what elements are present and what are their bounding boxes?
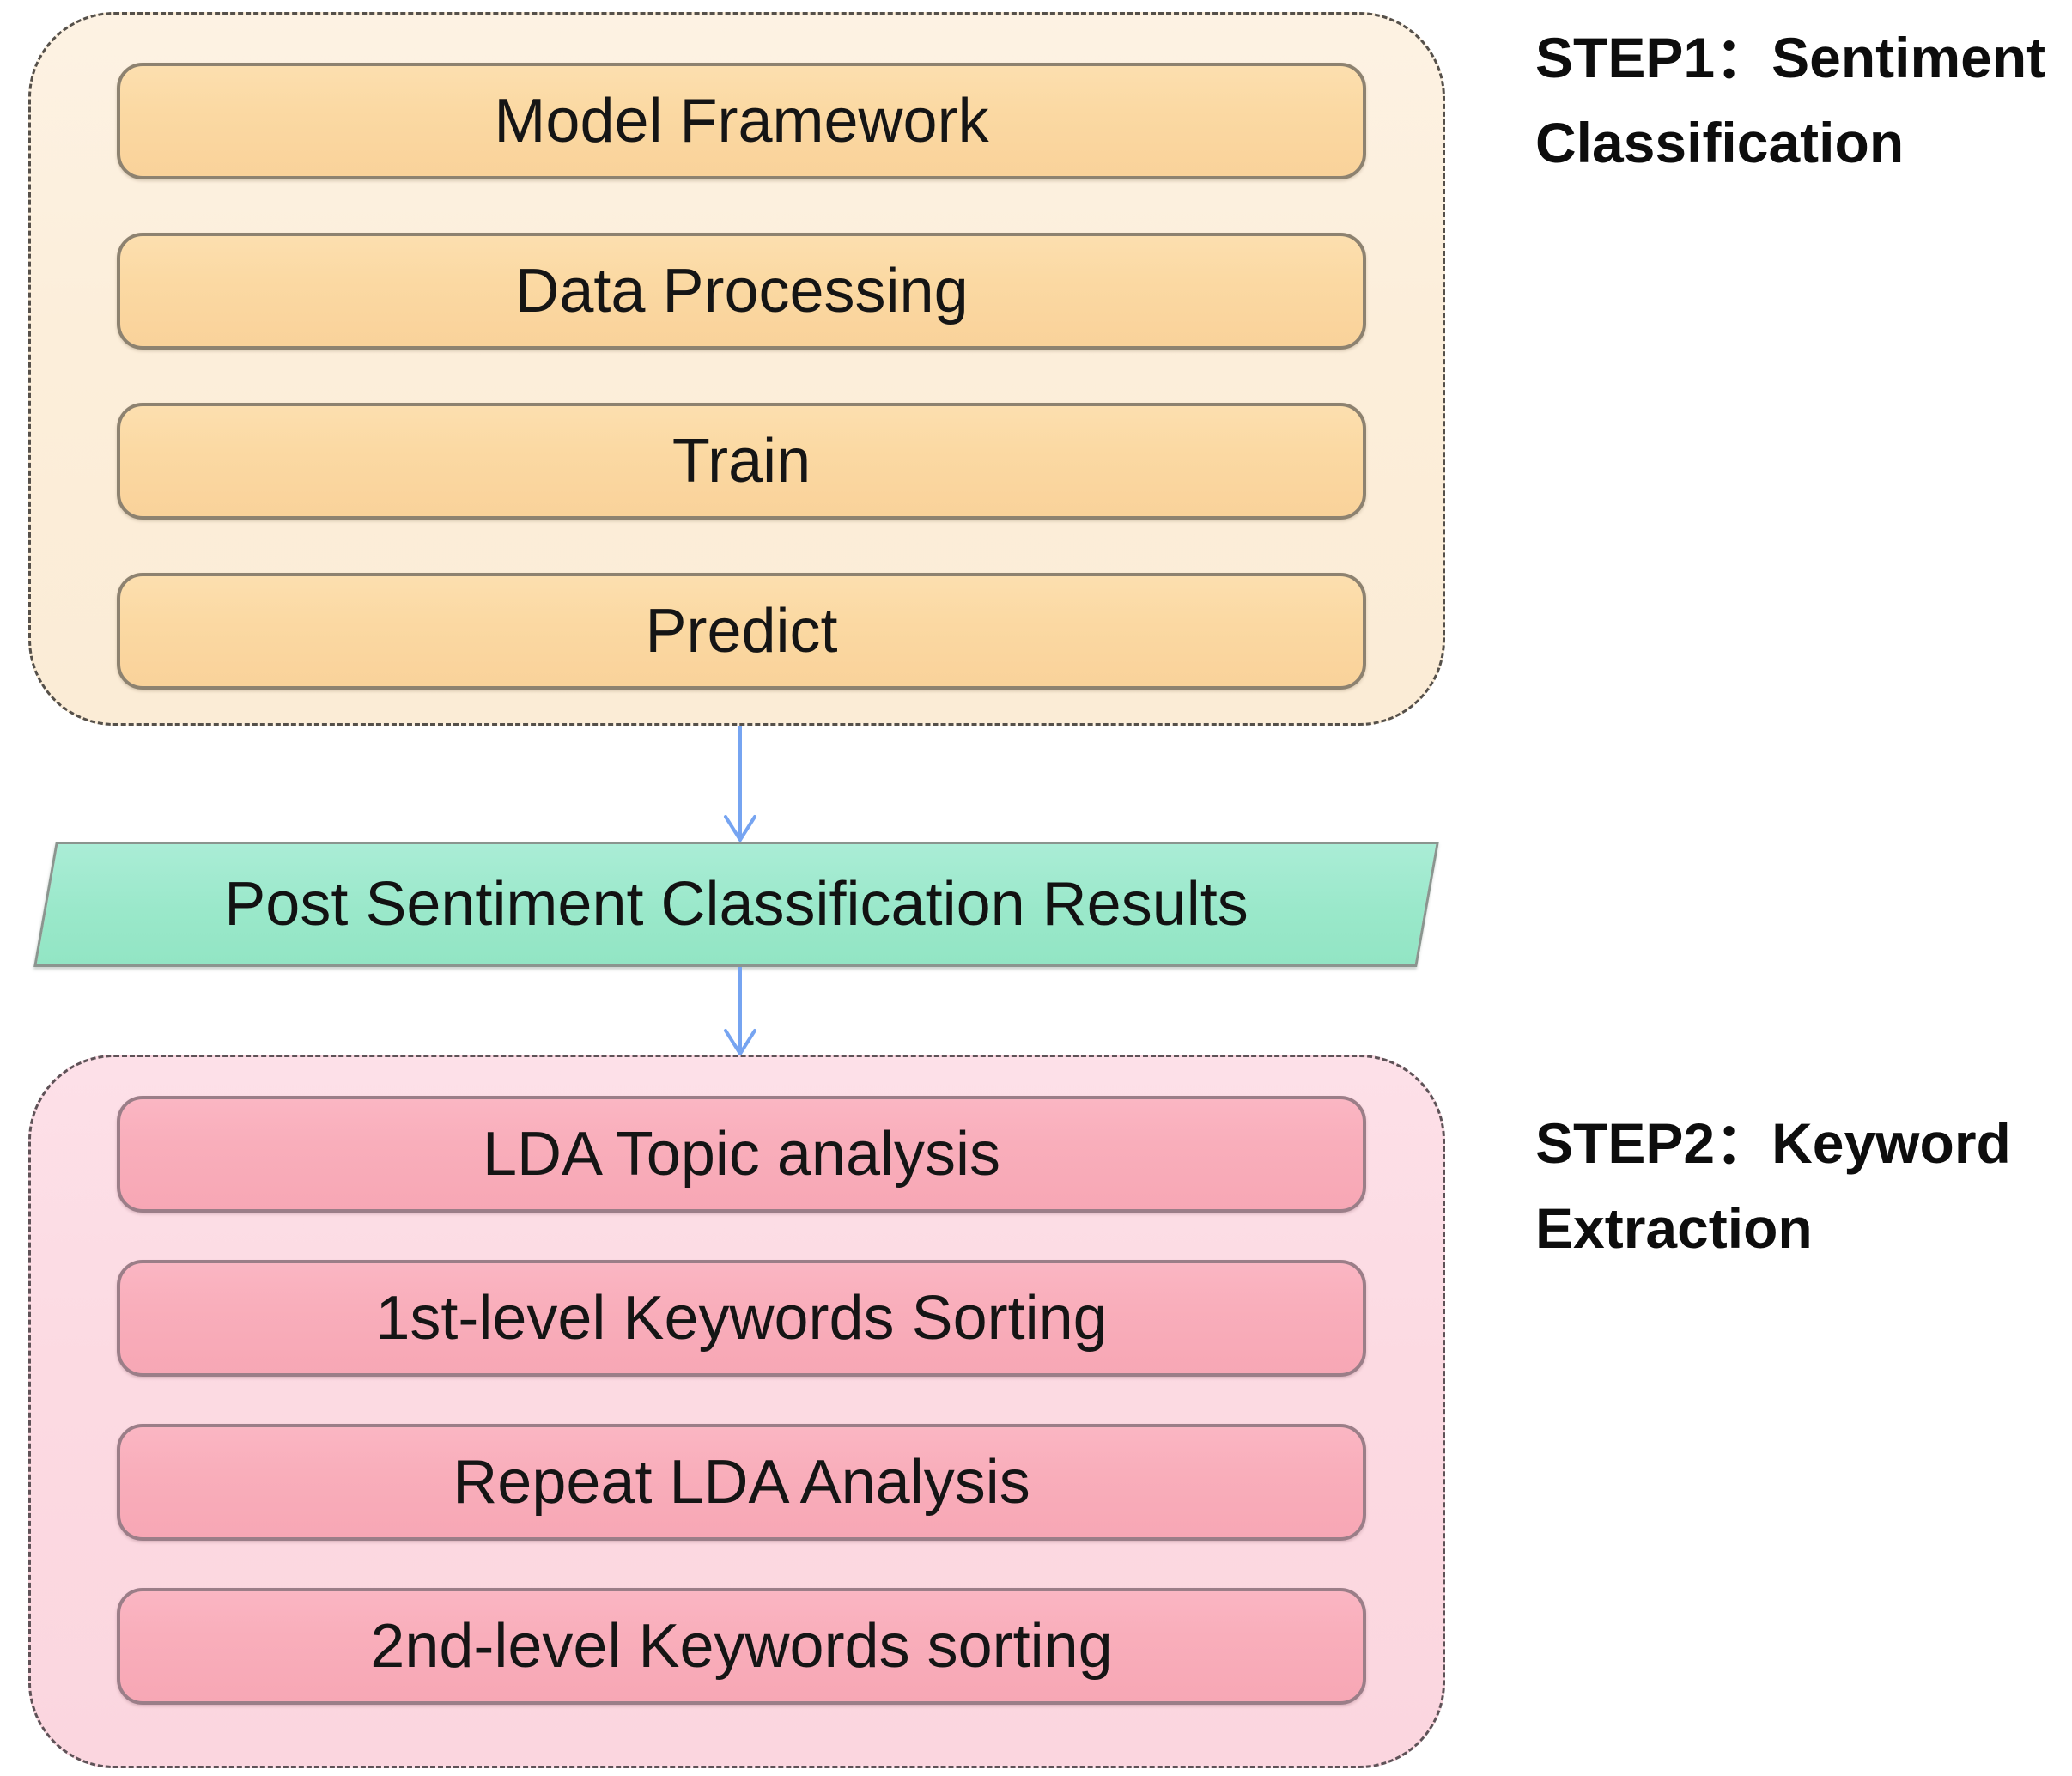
node-data-processing: Data Processing [117, 233, 1366, 350]
node-2nd-level-keywords-sorting-label: 2nd-level Keywords sorting [370, 1612, 1113, 1681]
flow-arrow-down-2 [714, 967, 766, 1056]
node-train: Train [117, 403, 1366, 520]
node-2nd-level-keywords-sorting: 2nd-level Keywords sorting [117, 1588, 1366, 1705]
node-lda-topic-analysis-label: LDA Topic analysis [483, 1120, 1000, 1189]
node-predict: Predict [117, 573, 1366, 690]
connector-label: Post Sentiment Classification Results [224, 870, 1249, 939]
node-model-framework: Model Framework [117, 63, 1366, 179]
node-lda-topic-analysis: LDA Topic analysis [117, 1096, 1366, 1213]
node-repeat-lda-analysis-label: Repeat LDA Analysis [453, 1448, 1030, 1517]
step2-title: STEP2：Keyword Extraction [1535, 1111, 2011, 1260]
node-repeat-lda-analysis: Repeat LDA Analysis [117, 1424, 1366, 1541]
step1-sentiment-classification-group: Model Framework Data Processing Train Pr… [28, 12, 1445, 726]
node-train-label: Train [671, 427, 811, 496]
connector-post-sentiment-results: Post Sentiment Classification Results [26, 842, 1447, 967]
node-data-processing-label: Data Processing [514, 257, 969, 325]
node-1st-level-keywords-sorting: 1st-level Keywords Sorting [117, 1260, 1366, 1377]
node-model-framework-label: Model Framework [494, 87, 989, 155]
step1-title: STEP1：Sentiment Classification [1535, 26, 2046, 174]
node-predict-label: Predict [645, 597, 838, 666]
node-1st-level-keywords-sorting-label: 1st-level Keywords Sorting [375, 1284, 1108, 1353]
flow-arrow-down-1 [714, 726, 766, 842]
step2-keyword-extraction-group: LDA Topic analysis 1st-level Keywords So… [28, 1055, 1445, 1768]
